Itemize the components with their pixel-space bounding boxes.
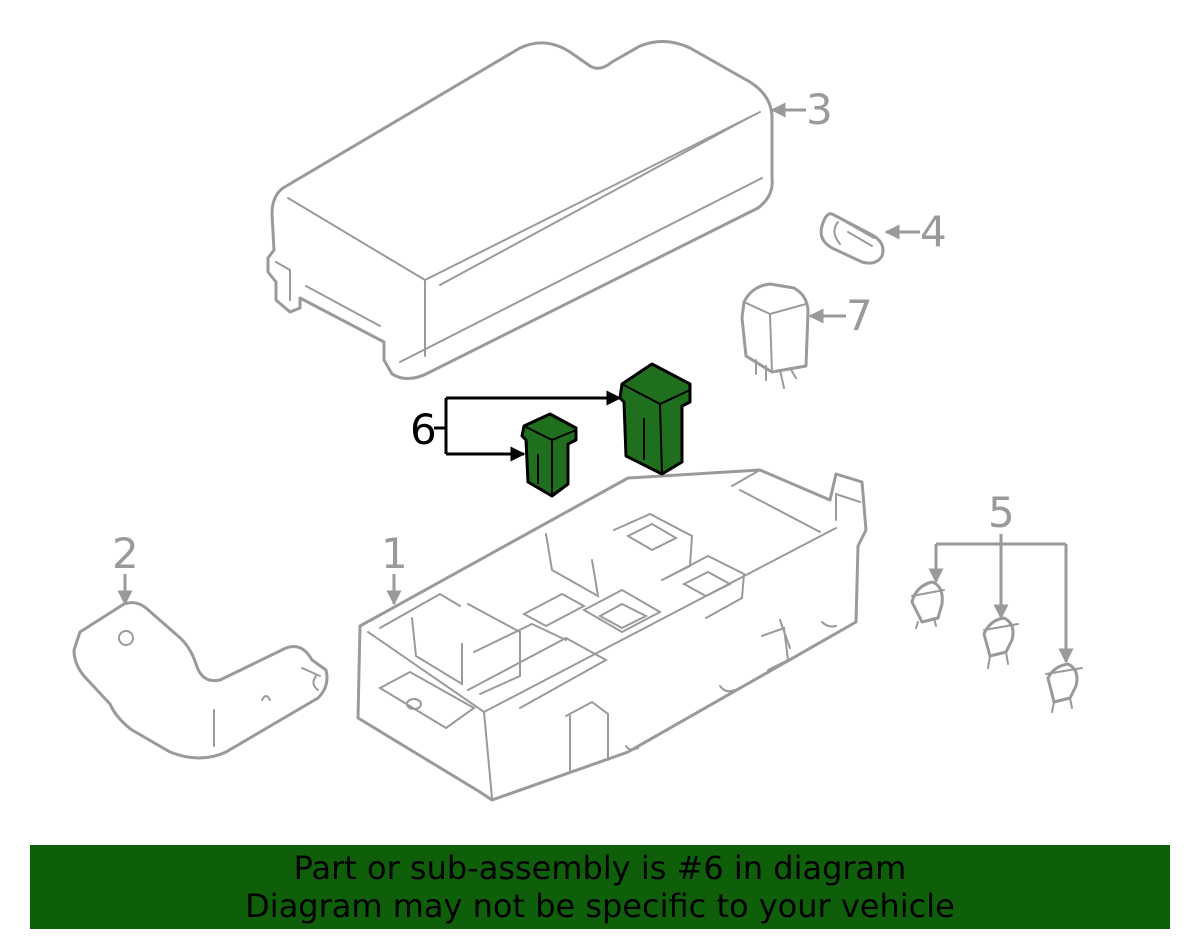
banner-line-2: Diagram may not be specific to your vehi… bbox=[245, 887, 955, 925]
part-5-terminal-2[interactable] bbox=[982, 616, 1019, 669]
banner-line-1: Part or sub-assembly is #6 in diagram bbox=[293, 849, 907, 887]
part-6-fuse-large[interactable] bbox=[618, 362, 692, 476]
part-4-clip[interactable] bbox=[819, 212, 885, 265]
parts-diagram: 3 4 7 5 2 1 6 bbox=[72, 40, 1083, 802]
callout-3-label: 3 bbox=[806, 85, 833, 134]
callout-5-label: 5 bbox=[988, 488, 1015, 537]
part-1-fuse-box[interactable] bbox=[356, 468, 868, 802]
part-5-terminal-1[interactable] bbox=[910, 580, 945, 629]
callout-2: 2 bbox=[112, 529, 139, 606]
callout-5: 5 bbox=[928, 488, 1074, 664]
callout-1: 1 bbox=[381, 529, 408, 606]
callout-1-label: 1 bbox=[381, 529, 408, 578]
callout-7: 7 bbox=[808, 291, 873, 340]
callout-4-label: 4 bbox=[920, 207, 947, 256]
callout-7-label: 7 bbox=[846, 291, 873, 340]
callout-6-label: 6 bbox=[410, 405, 437, 454]
callout-6: 6 bbox=[410, 390, 622, 462]
callout-2-label: 2 bbox=[112, 529, 139, 578]
notice-banner: Part or sub-assembly is #6 in diagram Di… bbox=[30, 845, 1170, 929]
callout-4: 4 bbox=[884, 207, 947, 256]
part-6-fuse-small[interactable] bbox=[520, 412, 578, 498]
part-2-bracket[interactable] bbox=[72, 601, 329, 760]
part-5-terminal-3[interactable] bbox=[1045, 662, 1083, 713]
part-7-relay[interactable] bbox=[740, 282, 810, 389]
part-3-cover[interactable] bbox=[266, 40, 774, 380]
callout-3: 3 bbox=[770, 85, 833, 134]
